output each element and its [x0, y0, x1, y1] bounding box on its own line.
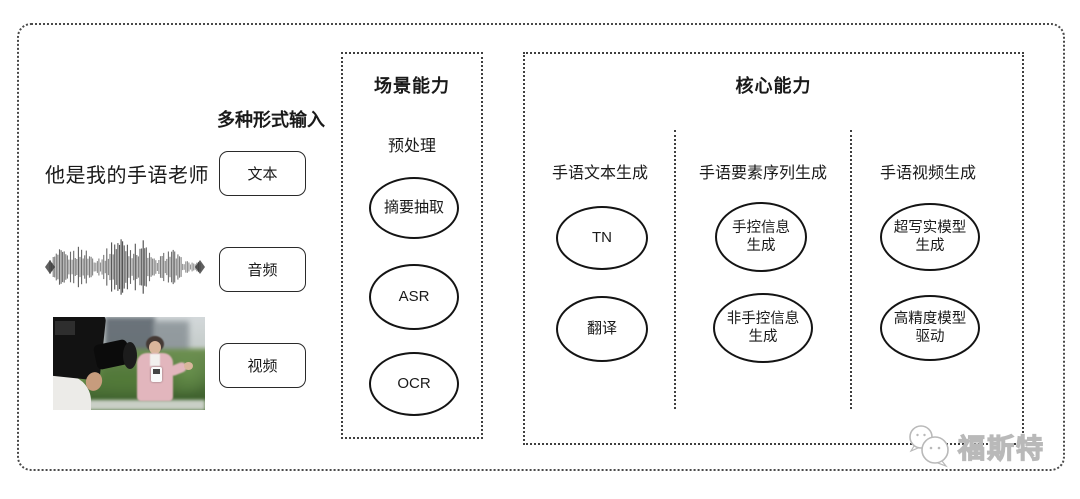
node-high-precision-model-driving: 高精度模型 驱动: [880, 295, 980, 361]
node-non-manual-info-generation: 非手控信息 生成: [713, 293, 813, 363]
photo-camera-lens-end: [123, 342, 137, 369]
core-capability-box: 核心能力 手语文本生成 手语要素序列生成 手语视频生成 TN 翻译 手控信息 生…: [523, 52, 1024, 445]
core-column-divider-2: [850, 130, 852, 409]
node-asr: ASR: [369, 264, 459, 330]
input-type-box-audio: 音频: [219, 247, 306, 292]
core-box-title: 核心能力: [735, 76, 812, 96]
photo-ground: [53, 400, 205, 410]
photo-microphone-logo: [153, 369, 160, 374]
node-translation: 翻译: [556, 296, 648, 362]
photo-reporter-hand: [184, 362, 193, 370]
input-type-label-audio: 音频: [247, 262, 278, 279]
photo-camera-detail: [55, 321, 75, 335]
watermark: 福斯特: [906, 424, 1045, 468]
node-tn: TN: [556, 206, 648, 270]
input-section-heading: 多种形式输入: [217, 110, 325, 130]
input-type-box-video: 视频: [219, 343, 306, 388]
preprocessing-label: 预处理: [387, 138, 436, 155]
sample-sentence-text: 他是我的手语老师: [45, 165, 209, 187]
column-header-sl-video-generation: 手语视频生成: [879, 165, 976, 182]
audio-waveform-icon: [45, 239, 205, 295]
core-column-divider-1: [674, 130, 676, 409]
node-summary-extraction: 摘要抽取: [369, 177, 459, 239]
video-thumbnail: [53, 317, 205, 410]
photo-reporter-shirt: [150, 354, 160, 366]
input-type-label-text: 文本: [247, 166, 278, 183]
chat-bubbles-icon: [909, 425, 949, 468]
column-header-sl-text-generation: 手语文本生成: [551, 165, 648, 182]
input-type-box-text: 文本: [219, 151, 306, 196]
node-manual-info-generation: 手控信息 生成: [715, 202, 807, 272]
photo-reporter-face: [149, 341, 161, 354]
watermark-text: 福斯特: [957, 433, 1045, 464]
scene-box-title: 场景能力: [374, 76, 450, 96]
node-ocr: OCR: [369, 352, 459, 416]
scene-capability-box: 场景能力 预处理 摘要抽取 ASR OCR: [341, 52, 483, 439]
photo-microphone: [151, 367, 162, 382]
input-type-label-video: 视频: [247, 358, 278, 375]
node-hyperrealistic-model-generation: 超写实模型 生成: [880, 203, 980, 271]
column-header-sl-element-sequence-generation: 手语要素序列生成: [698, 165, 827, 182]
